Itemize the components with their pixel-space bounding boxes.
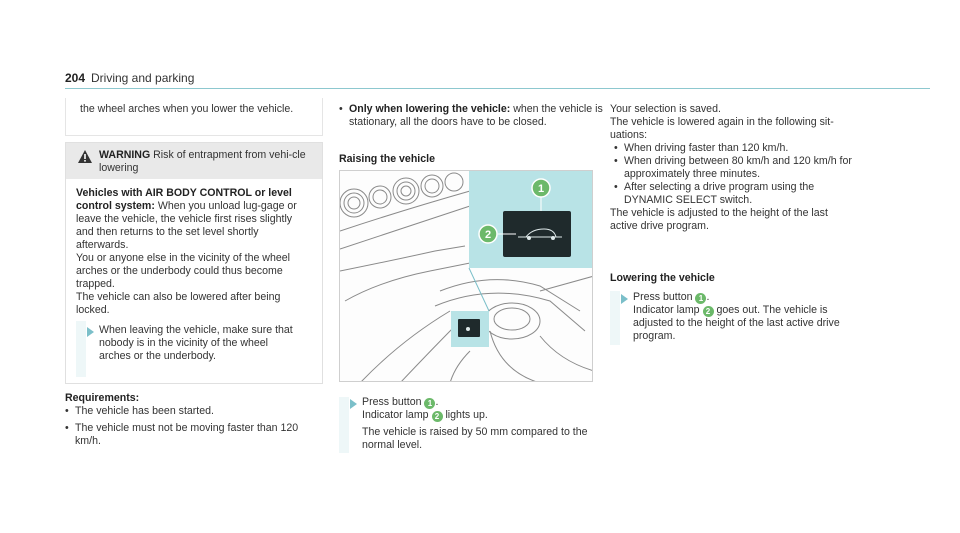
lowering-step-indicator-text: Indicator lamp: [633, 304, 700, 316]
raising-step: Press button 1. Indicator lamp 2 lights …: [362, 396, 592, 452]
warning-para-2: You or anyone else in the vicinity of th…: [76, 252, 290, 290]
header-rule: [65, 88, 930, 89]
lowering-step-goes-out-text: goes out. The vehicle is adjusted to the…: [633, 304, 840, 342]
warning-header: WARNING Risk of entrapment from vehi-cle…: [66, 143, 322, 179]
raising-heading: Raising the vehicle: [339, 153, 435, 165]
page-number: 204: [65, 71, 86, 85]
button-1-badge: 1: [695, 293, 707, 304]
lowering-step-bar: [610, 291, 620, 345]
raising-step-result: The vehicle is raised by 50 mm compared …: [362, 426, 588, 451]
lamp-2-badge: 2: [431, 411, 443, 422]
raising-step-arrow-icon: [350, 399, 357, 409]
warning-label: WARNING: [99, 149, 151, 161]
adjusted-text: The vehicle is adjusted to the height of…: [610, 207, 828, 232]
requirement-item: The vehicle has been started.: [65, 405, 315, 418]
situation-item: After selecting a drive program using th…: [614, 181, 854, 207]
requirement-item: The vehicle must not be moving faster th…: [65, 422, 305, 448]
button-1-badge: 1: [424, 398, 436, 409]
continued-note-box: the wheel arches when you lower the vehi…: [65, 98, 323, 136]
raising-step-indicator-text: Indicator lamp: [362, 409, 429, 421]
page-section-title: Driving and parking: [91, 71, 195, 85]
warning-triangle-icon: [78, 150, 92, 163]
lowering-step-arrow-icon: [621, 294, 628, 304]
only-when-lowering-text: when the vehicle is stationary, all the …: [349, 103, 603, 128]
warning-heading: Vehicles with AIR BODY CONTROL or level …: [76, 187, 292, 212]
selection-info: Your selection is saved. The vehicle is …: [610, 103, 900, 233]
warning-para-3: The vehicle can also be lowered after be…: [76, 291, 281, 316]
warning-body: Vehicles with AIR BODY CONTROL or level …: [76, 187, 312, 317]
console-drawing: 1 2: [340, 171, 592, 381]
callout-1-icon: 1: [531, 178, 551, 198]
warning-para-1: When you unload lug-gage or leave the ve…: [76, 200, 297, 251]
continued-note-text: the wheel arches when you lower the vehi…: [80, 103, 294, 115]
requirements-heading: Requirements:: [65, 392, 140, 404]
warning-step-text: When leaving the vehicle, make sure that…: [99, 324, 293, 362]
lamp-2-badge: 2: [702, 306, 714, 317]
lowering-step: Press button 1. Indicator lamp 2 goes ou…: [633, 291, 840, 342]
warning-step-bar: [76, 321, 86, 377]
lowered-again-text: The vehicle is lowered again in the foll…: [610, 116, 834, 141]
callout-2-icon: 2: [478, 224, 498, 244]
callout-2-label: 2: [485, 229, 491, 241]
lowering-step-press-text: Press button: [633, 291, 693, 303]
situation-item: When driving faster than 120 km/h.: [614, 142, 864, 155]
raising-step-press-text: Press button: [362, 396, 422, 408]
warning-text: WARNING Risk of entrapment from vehi-cle…: [99, 149, 314, 175]
warning-box: WARNING Risk of entrapment from vehi-cle…: [65, 142, 323, 384]
only-when-lowering-label: Only when lowering the vehicle:: [349, 103, 511, 115]
center-console-illustration: 1 2: [339, 170, 593, 382]
lowering-heading: Lowering the vehicle: [610, 272, 715, 284]
raising-step-bar: [339, 397, 349, 453]
raising-step-lights-text: lights up.: [445, 409, 488, 421]
only-when-lowering-note: Only when lowering the vehicle: when the…: [339, 103, 604, 129]
selection-saved-text: Your selection is saved.: [610, 103, 721, 115]
situation-item: When driving between 80 km/h and 120 km/…: [614, 155, 854, 181]
requirements-list: The vehicle has been started. The vehicl…: [65, 405, 315, 448]
warning-description: Risk of entrapment from vehi-cle lowerin…: [99, 149, 306, 174]
warning-step-arrow-icon: [87, 327, 94, 337]
callout-1-label: 1: [538, 183, 544, 195]
